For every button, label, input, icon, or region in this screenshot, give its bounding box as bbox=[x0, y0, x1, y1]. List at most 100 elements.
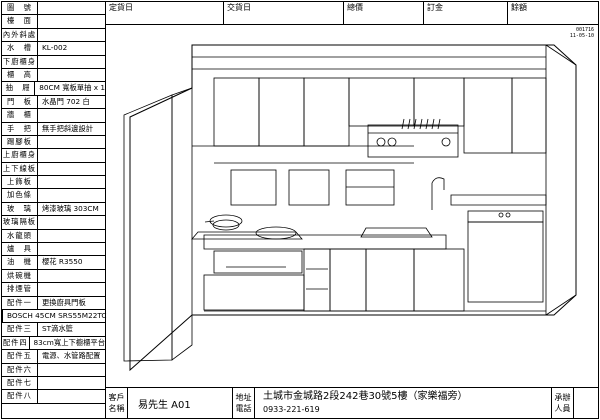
dishwasher bbox=[450, 194, 547, 303]
spec-value bbox=[38, 136, 42, 148]
spec-row: 配件三 ST滴水籃 bbox=[2, 323, 105, 337]
spec-label: 下廚櫃身 bbox=[2, 55, 38, 68]
spec-row: 上下線板 bbox=[2, 162, 105, 177]
spec-label: 加色條 bbox=[2, 189, 38, 202]
left-side-panel bbox=[123, 94, 173, 362]
spec-value bbox=[38, 15, 42, 27]
phone-text: 0933-221-619 bbox=[263, 405, 320, 414]
spec-row: 櫃 高 bbox=[2, 68, 105, 83]
spec-label: 油 機 bbox=[2, 256, 38, 269]
spec-row: 配件八 bbox=[2, 390, 105, 404]
spec-row: 配件六 bbox=[2, 363, 105, 377]
spec-row: 牆 櫃 bbox=[2, 109, 105, 123]
order-date-field: 定貨日 bbox=[106, 2, 224, 24]
spec-row: 爐 具 bbox=[2, 243, 105, 257]
spec-value: 83cm寬上下櫥櫃平台 bbox=[33, 337, 105, 347]
spec-label: 水龍頭 bbox=[2, 229, 38, 243]
spec-value bbox=[38, 176, 42, 188]
spec-row: 加色條 bbox=[2, 189, 105, 203]
spec-label: 手 把 bbox=[2, 122, 38, 135]
spec-row: 圖 號 bbox=[2, 2, 105, 16]
order-header: 定貨日 交貨日 總價 訂金 餘額 bbox=[105, 2, 598, 25]
agent-value bbox=[574, 388, 598, 418]
spec-value: ST滴水籃 bbox=[42, 324, 73, 334]
spec-value bbox=[38, 56, 42, 68]
address-text: 土城市金城路2段242巷30號5樓（家樂福旁） bbox=[263, 391, 468, 402]
left-end-panel bbox=[171, 87, 193, 361]
drawing-id: 001716 11-05-10 bbox=[570, 27, 594, 39]
dish-rack bbox=[367, 118, 459, 158]
spec-label: 櫃 高 bbox=[2, 68, 38, 82]
spec-row: 下廚櫃身 bbox=[2, 55, 105, 69]
spec-value bbox=[38, 216, 42, 228]
spec-label: 配件二 bbox=[2, 309, 3, 323]
spec-label: 上下線板 bbox=[2, 162, 38, 176]
spec-value: 80CM 寬板單抽 x 1 bbox=[39, 83, 105, 93]
spec-value bbox=[38, 69, 42, 81]
spec-label: 內外斜處 bbox=[2, 28, 38, 42]
delivery-date-field: 交貨日 bbox=[224, 2, 344, 24]
spec-label: 爐 具 bbox=[2, 243, 38, 256]
spec-label: 配件六 bbox=[2, 363, 38, 376]
spec-label: 上飾板 bbox=[2, 176, 38, 189]
spec-label: 玻 璃 bbox=[2, 202, 38, 216]
spec-row: 踢腳板 bbox=[2, 135, 105, 150]
spec-value bbox=[38, 283, 42, 295]
spec-value: 櫻花 R3550 bbox=[42, 257, 83, 267]
spec-row: 手 把無手把斜邊設計 bbox=[2, 122, 105, 136]
spec-row: 門 板水晶門 702 白 bbox=[2, 95, 105, 110]
spec-value bbox=[38, 390, 42, 402]
spec-row: 配件五電源、水管路配置 bbox=[2, 350, 105, 364]
spec-value bbox=[38, 377, 42, 389]
spec-label: 上廚櫃身 bbox=[2, 149, 38, 162]
spec-label: 水 槽 bbox=[2, 42, 38, 55]
windows bbox=[230, 169, 395, 206]
spec-value bbox=[38, 243, 42, 255]
sink bbox=[360, 227, 433, 238]
spec-value bbox=[38, 189, 42, 201]
spec-label: 配件八 bbox=[2, 390, 38, 403]
spec-row: 油 機櫻花 R3550 bbox=[2, 256, 105, 270]
spec-row: 玻璃隔板 bbox=[2, 216, 105, 230]
spec-value bbox=[38, 29, 42, 41]
faucet bbox=[431, 177, 445, 210]
spec-label: 踢腳板 bbox=[2, 135, 38, 149]
drawing-date: 11-05-10 bbox=[569, 33, 594, 39]
spec-row: 玻 璃烤漆玻璃 303CM bbox=[2, 202, 105, 217]
spec-row: 內外斜處 bbox=[2, 28, 105, 43]
spec-value: 電源、水管路配置 bbox=[42, 351, 101, 361]
spec-row: 上飾板 bbox=[2, 176, 105, 190]
spec-row: 上廚櫃身 bbox=[2, 149, 105, 163]
spec-value bbox=[38, 163, 42, 175]
spec-label: 配件三 bbox=[2, 323, 38, 336]
spec-value: 更換廚具門板 bbox=[42, 297, 86, 307]
address-phone: 土城市金城路2段242巷30號5樓（家樂福旁） 0933-221-619 bbox=[255, 388, 552, 418]
spec-label: 配件四 bbox=[2, 336, 30, 350]
customer-footer: 客戶名稱 易先生 A01 地址電話 土城市金城路2段242巷30號5樓（家樂福旁… bbox=[105, 387, 598, 418]
spec-value: 無手把斜邊設計 bbox=[42, 123, 94, 133]
spec-label: 牆 櫃 bbox=[2, 109, 38, 122]
spec-label: 圖 號 bbox=[2, 2, 38, 15]
spec-label: 門 板 bbox=[2, 95, 38, 109]
spec-label: 檯 面 bbox=[2, 15, 38, 28]
kitchen-perspective-svg bbox=[123, 44, 577, 372]
spec-label: 配件五 bbox=[2, 350, 38, 363]
spec-value bbox=[38, 230, 42, 242]
balance-field: 餘額 bbox=[511, 3, 527, 12]
spec-label: 烘碗機 bbox=[2, 269, 38, 283]
spec-value: BOSCH 45CM SRS55M22TC bbox=[7, 310, 107, 320]
deposit-field: 訂金 bbox=[424, 2, 508, 24]
spec-value bbox=[38, 109, 42, 121]
spec-value bbox=[38, 364, 42, 376]
spec-row: 烘碗機 bbox=[2, 269, 105, 284]
spec-value: 水晶門 702 白 bbox=[42, 96, 90, 106]
spec-value: 烤漆玻璃 303CM bbox=[42, 203, 99, 213]
spec-label: 排煙管 bbox=[2, 283, 38, 296]
base-cabinets bbox=[203, 248, 546, 312]
spec-row: 檯 面 bbox=[2, 15, 105, 29]
spec-value bbox=[38, 270, 42, 282]
